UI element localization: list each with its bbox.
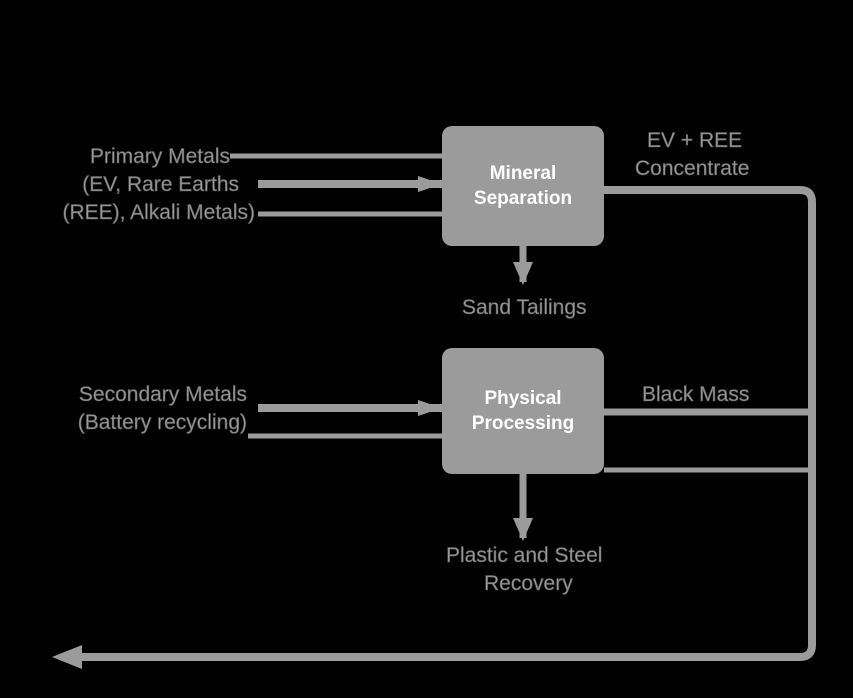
ev-ree-label-line-2: Concentrate (635, 157, 750, 181)
plastic-steel-label-line-1: Plastic and Steel (446, 544, 603, 568)
ev-ree-label-line-1: EV + REE (647, 129, 743, 153)
black-mass-label: Black Mass (642, 383, 750, 407)
recovery-arrowhead (513, 518, 533, 541)
plastic-steel-label-line-2: Recovery (484, 572, 573, 596)
mineral-separation-box: Mineral Separation (442, 126, 604, 246)
sand-tailings-label: Sand Tailings (462, 296, 587, 320)
primary-metals-label-line-3: (REE), Alkali Metals) (62, 201, 255, 225)
secondary-metals-label-line-1: Secondary Metals (78, 383, 248, 407)
concentrate-loop-line (62, 186, 816, 661)
primary-input-arrowhead (418, 176, 442, 192)
secondary-metals-label-line-2: (Battery recycling) (77, 411, 247, 435)
return-arrowhead (52, 645, 82, 669)
primary-metals-label-line-1: Primary Metals (89, 145, 231, 169)
tailings-arrowhead (513, 262, 533, 285)
secondary-input-arrowhead (418, 400, 442, 416)
primary-metals-label-line-2: (EV, Rare Earths (82, 173, 239, 197)
physical-processing-box: Physical Processing (442, 348, 604, 474)
